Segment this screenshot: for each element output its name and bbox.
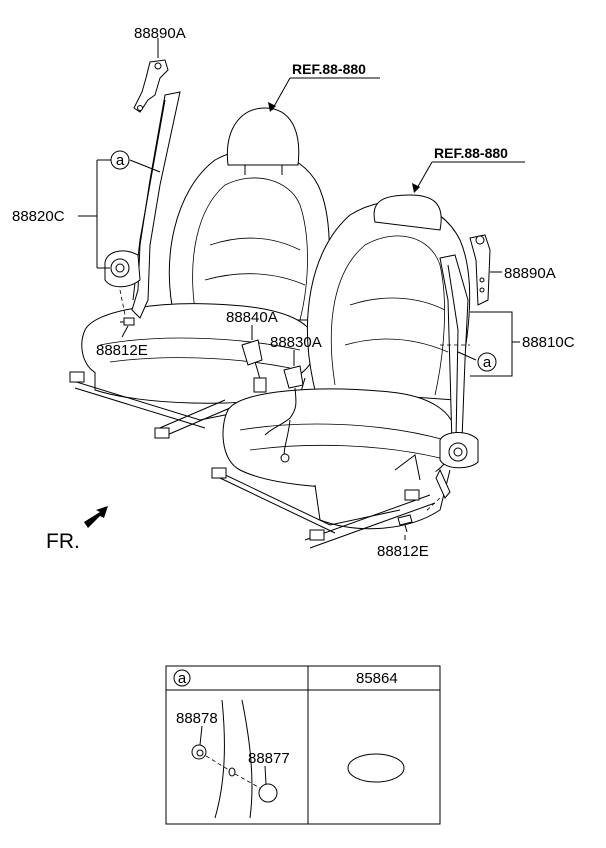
label-88830a: 88830A	[270, 334, 322, 351]
ref-right-seat: REF.88-880	[434, 145, 508, 161]
label-88812e-right: 88812E	[377, 543, 429, 560]
left-belt-assembly-drawing	[104, 59, 181, 326]
label-88890a-left: 88890A	[134, 25, 186, 42]
callout-a-left-text: a	[116, 152, 125, 169]
detail-table: a 85864 88878 88877	[165, 665, 441, 825]
label-88877: 88877	[248, 750, 290, 767]
right-buckle-drawing	[264, 365, 304, 463]
table-callout-a-text: a	[178, 670, 187, 687]
left-buckle-drawing	[241, 339, 267, 393]
label-88810c: 88810C	[522, 334, 575, 351]
front-direction-indicator: FR.	[46, 506, 108, 553]
ref-left-seat: REF.88-880	[292, 61, 366, 77]
front-arrow-icon	[84, 506, 108, 528]
table-callout-a	[173, 669, 191, 687]
table-header-85864: 85864	[356, 670, 398, 687]
label-88878: 88878	[176, 710, 218, 727]
label-88812e-left: 88812E	[96, 342, 148, 359]
right-seat	[211, 194, 471, 549]
callout-a-right-text: a	[483, 354, 492, 371]
label-88840a: 88840A	[226, 309, 278, 326]
label-88890a-right: 88890A	[504, 265, 556, 282]
callout-a-right: a	[477, 352, 497, 372]
callout-a-left: a	[110, 150, 130, 170]
label-88820c: 88820C	[12, 208, 65, 225]
leader-lines	[78, 38, 525, 540]
right-belt-assembly-drawing	[397, 234, 491, 533]
front-label: FR.	[46, 530, 80, 553]
oval-pad-85864	[347, 753, 405, 783]
